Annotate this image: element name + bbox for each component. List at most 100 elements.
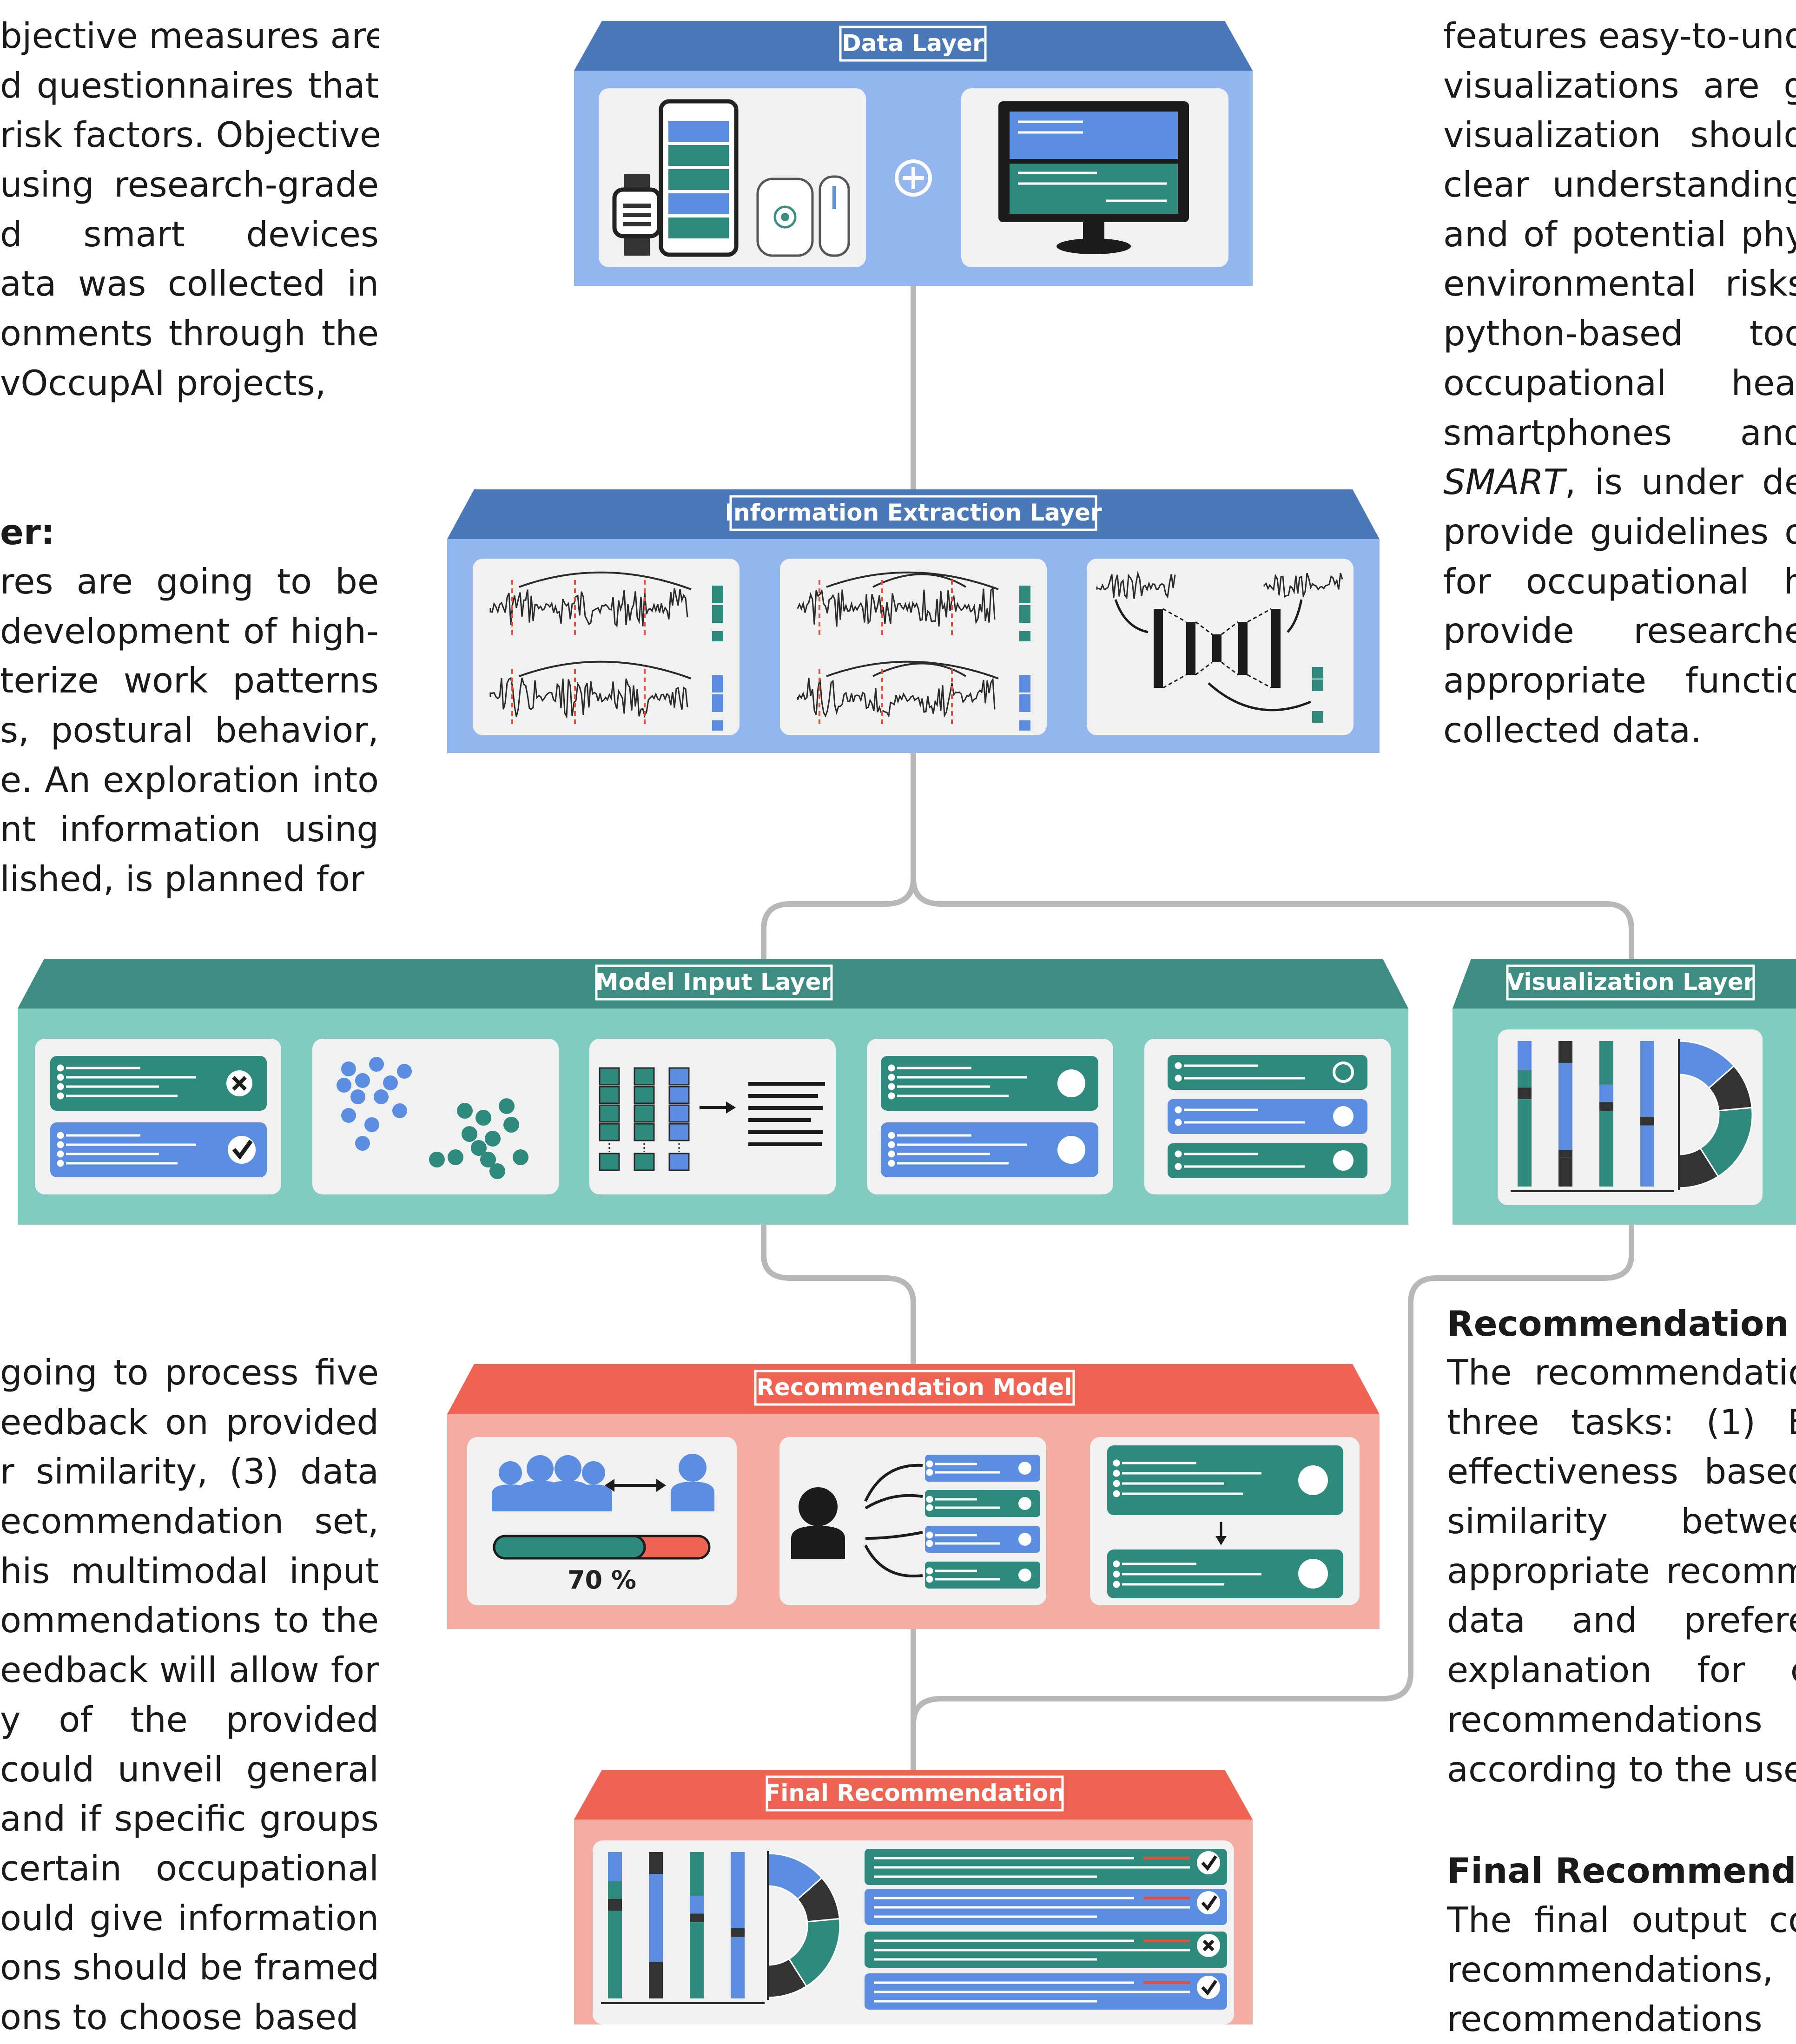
bar-segment [1518,1088,1532,1100]
text-line: going to process five [0,1352,379,1393]
text-line: three tasks: (1) E [1447,1401,1796,1443]
bar-segment [690,1852,704,1896]
recommendation-layer-title: Recommendation Model [757,1374,1072,1401]
bullet-dot [1113,1490,1120,1497]
double-arrow-icon [605,1479,666,1492]
bullet-dot [57,1132,64,1139]
text-line: and of potential phy [1443,213,1796,255]
text-line: eedback on provided [0,1401,379,1443]
connector-split-to-visual [911,876,1634,963]
embedding-cell [634,1067,655,1086]
final-recommendation-layer: Final Recommendation [574,1770,1253,2024]
x-mark-stroke [1202,1939,1215,1952]
token-cell [712,605,723,623]
bullet-dot [926,1460,933,1468]
token-cell [712,631,723,641]
plus-circle-icon [895,159,932,197]
model-input-layer-title: Model Input Layer [595,969,833,996]
attention-arc [872,573,967,588]
waveform-line [489,588,688,627]
text-line: collected data. [1443,709,1702,751]
bullet-dot [926,1504,933,1511]
bar-segment [1640,1041,1654,1117]
bar-segment [731,1937,745,1998]
bullet-dot [926,1496,933,1503]
bar-segment [649,1962,663,1969]
token-cell [1019,586,1030,603]
bullet-dot [57,1064,64,1072]
token-cell [1019,605,1030,623]
bar-segment [690,1922,704,1998]
right-text-mid-heading: Recommendation M [1447,1299,1796,1349]
scatter-point [337,1078,351,1093]
bar-segment [1599,1084,1613,1102]
bar-segment [608,1899,622,1911]
scatter-point [448,1149,463,1165]
embedding-cell [599,1104,620,1123]
scatter-point [489,1163,505,1179]
autoencoder-icon [1114,599,1323,723]
attention-arc [519,571,692,590]
model-input-layer: Model Input Layer [18,959,1408,1225]
scatter-point [355,1073,370,1088]
checkmark-icon [228,1136,256,1164]
bullet-dot [1175,1106,1182,1114]
bullet-dot [1175,1163,1182,1170]
bullet-dot [1113,1581,1120,1588]
bar-segment [1640,1116,1654,1126]
token-cell [712,694,723,712]
text-line: vOccupAI projects, [0,362,326,403]
token-cell [1019,720,1030,731]
final-layer-title: Final Recommendation [765,1780,1065,1807]
left-text-mid-heading: er: [0,508,379,557]
text-line: risk factors. Objective [0,114,379,156]
info-layer-title: Information Extraction Layer [725,499,1102,526]
embedding-cell [668,1153,690,1171]
bullet-dot [57,1160,64,1167]
text-line: terize work patterns [0,660,379,701]
bullet-dot [926,1531,933,1539]
bullet-dot [888,1064,895,1072]
bullet-dot [888,1150,895,1158]
text-line: smartphones and [1443,412,1796,453]
bar-segment [1558,1062,1572,1150]
text-line: ons should be framed [0,1947,379,1988]
text-line: for occupational h [1443,560,1796,602]
bullet-dot [1113,1560,1120,1568]
text-line: y of the provided [0,1699,379,1740]
bar-segment [1518,1099,1532,1187]
connector-model-to-rec [761,1222,916,1368]
checkmark-icon [1197,1891,1220,1914]
scatter-point [475,1110,491,1126]
bullet-dot [57,1141,64,1148]
bar-segment [690,1913,704,1923]
text-line: data and prefere [1447,1600,1796,1641]
stacked-bar-icon [601,1852,765,2004]
recommendation-model-layer: Recommendation Model 70 % [447,1364,1380,1629]
checkmark-stroke [1201,1855,1217,1871]
token-cell [1019,675,1030,692]
text-line: r similarity, (3) data [0,1451,379,1492]
embedding-cell [634,1153,655,1171]
waveform-line [489,677,688,719]
scatter-point [374,1089,389,1104]
scatter-point [355,1136,370,1151]
stacked-bar-icon [1511,1041,1674,1192]
bar-segment [608,1852,622,1881]
text-line: development of high- [0,610,379,652]
bullet-dot [1175,1150,1182,1158]
attention-arc [826,660,999,679]
bullet-dot [926,1469,933,1476]
waveform-line [1263,573,1343,599]
text-line: onments through the [0,313,379,354]
text-line: occupational heal [1443,362,1796,403]
scatter-point [462,1126,477,1142]
text-line: e. An exploration into [0,759,379,800]
left-mid-heading: er: [0,512,55,553]
x-mark-icon [226,1070,252,1096]
bullet-dot [888,1083,895,1090]
scatter-point [471,1140,487,1156]
text-line: provide researche [1443,610,1796,652]
